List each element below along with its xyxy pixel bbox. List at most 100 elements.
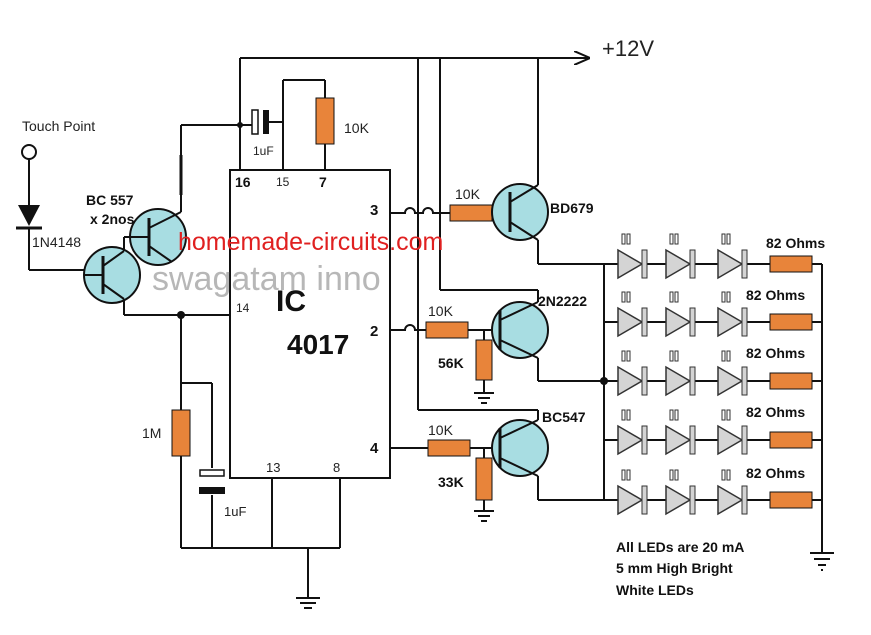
led-cathode-bar (641, 366, 648, 396)
resistor-56k (475, 339, 493, 381)
led-ray-icon (669, 233, 674, 245)
led-icon (617, 248, 644, 280)
led-icon (665, 365, 692, 397)
led-icon (717, 248, 744, 280)
note-line-3: White LEDs (616, 582, 694, 598)
resistor-base-q3 (427, 439, 471, 457)
led-icon (617, 365, 644, 397)
led-icon (617, 306, 644, 338)
output-wire-pin3 (390, 207, 450, 214)
led-ray-icon (626, 291, 631, 303)
pin-15: 15 (276, 175, 290, 189)
led-icon (717, 306, 744, 338)
led-icon (665, 248, 692, 280)
pnp-label-line1: BC 557 (86, 192, 134, 208)
ground-icon-56k (474, 392, 494, 404)
diode-1n4148 (16, 205, 84, 271)
led-cathode-bar (741, 485, 748, 515)
led-cathode-bar (741, 249, 748, 279)
led-ray-icon (721, 350, 726, 362)
pnp-label-line2: x 2nos (90, 211, 135, 227)
junction-dot (237, 122, 243, 128)
led-cathode-bar (689, 485, 696, 515)
led-resistor-label-2: 82 Ohms (746, 345, 805, 361)
led-resistor (769, 372, 813, 390)
touch-point-label: Touch Point (22, 118, 95, 134)
ground-icon-ic (296, 597, 320, 609)
led-ray-icon (726, 291, 731, 303)
led-ray-icon (674, 291, 679, 303)
ic-number: 4017 (287, 329, 349, 360)
led-ray-icon (726, 233, 731, 245)
led-ray-icon (669, 469, 674, 481)
led-ray-icon (726, 409, 731, 421)
led-ray-icon (669, 350, 674, 362)
ground-icon-33k (474, 510, 494, 522)
led-resistor-label-3: 82 Ohms (746, 404, 805, 420)
led-ray-icon (626, 409, 631, 421)
pin-8: 8 (333, 460, 340, 475)
led-cathode-bar (689, 249, 696, 279)
led-ray-icon (669, 409, 674, 421)
led-ray-icon (669, 291, 674, 303)
led-ray-icon (626, 469, 631, 481)
pin-2: 2 (370, 323, 378, 340)
led-icon (617, 424, 644, 456)
led-ray-icon (674, 233, 679, 245)
transistor-2n2222 (439, 280, 604, 382)
transistor-bc547-label: BC547 (542, 409, 586, 425)
led-resistor-label-1: 82 Ohms (746, 287, 805, 303)
transistor-bd679 (491, 183, 604, 265)
led-resistor (769, 313, 813, 331)
touch-point (21, 144, 37, 205)
diode-label: 1N4148 (32, 234, 81, 250)
led-ray-icon (726, 350, 731, 362)
resistor-base-q1-label: 10K (455, 186, 481, 202)
pin-14: 14 (236, 301, 250, 315)
led-array (604, 233, 822, 516)
resistor-base-q2 (425, 321, 469, 339)
watermark-main: homemade-circuits.com (178, 228, 443, 256)
led-icon (665, 424, 692, 456)
led-resistor-label-4: 82 Ohms (746, 465, 805, 481)
resistor-base-q3-label: 10K (428, 422, 454, 438)
transistor-bc547 (418, 409, 604, 501)
resistor-1m-label: 1M (142, 425, 161, 441)
ground-icon-leds (810, 552, 834, 571)
resistor-1m (171, 409, 191, 457)
note-line-2: 5 mm High Bright (616, 560, 733, 576)
ic-ground-wires (271, 478, 341, 598)
led-cathode-bar (689, 366, 696, 396)
pin-13: 13 (266, 460, 280, 475)
led-cathode-bar (641, 425, 648, 455)
led-resistor (769, 491, 813, 509)
led-ray-icon (721, 233, 726, 245)
led-icon (665, 484, 692, 516)
transistor-bd679-label: BD679 (550, 200, 594, 216)
capacitor-top-label: 1uF (253, 144, 274, 158)
led-icon (717, 424, 744, 456)
transistor-2n2222-label: 2N2222 (538, 293, 587, 309)
capacitor-bottom-1uf (199, 469, 225, 494)
led-ray-icon (721, 469, 726, 481)
led-cathode-bar (641, 307, 648, 337)
led-cathode-bar (689, 425, 696, 455)
supply-rail (239, 58, 588, 410)
led-ray-icon (621, 409, 626, 421)
led-cathode-bar (741, 366, 748, 396)
pin-16: 16 (235, 174, 251, 190)
led-ray-icon (726, 469, 731, 481)
led-icon (717, 365, 744, 397)
transistor-bc557-b (123, 195, 187, 266)
led-cathode-bar (641, 249, 648, 279)
led-icon (665, 306, 692, 338)
led-ray-icon (621, 350, 626, 362)
led-ray-icon (674, 409, 679, 421)
resistor-top-label: 10K (344, 120, 370, 136)
note-line-1: All LEDs are 20 mA (616, 539, 744, 555)
pin-7: 7 (319, 174, 327, 190)
capacitor-top-1uf (239, 79, 325, 170)
led-resistor (769, 255, 813, 273)
led-ray-icon (674, 350, 679, 362)
led-ray-icon (626, 233, 631, 245)
